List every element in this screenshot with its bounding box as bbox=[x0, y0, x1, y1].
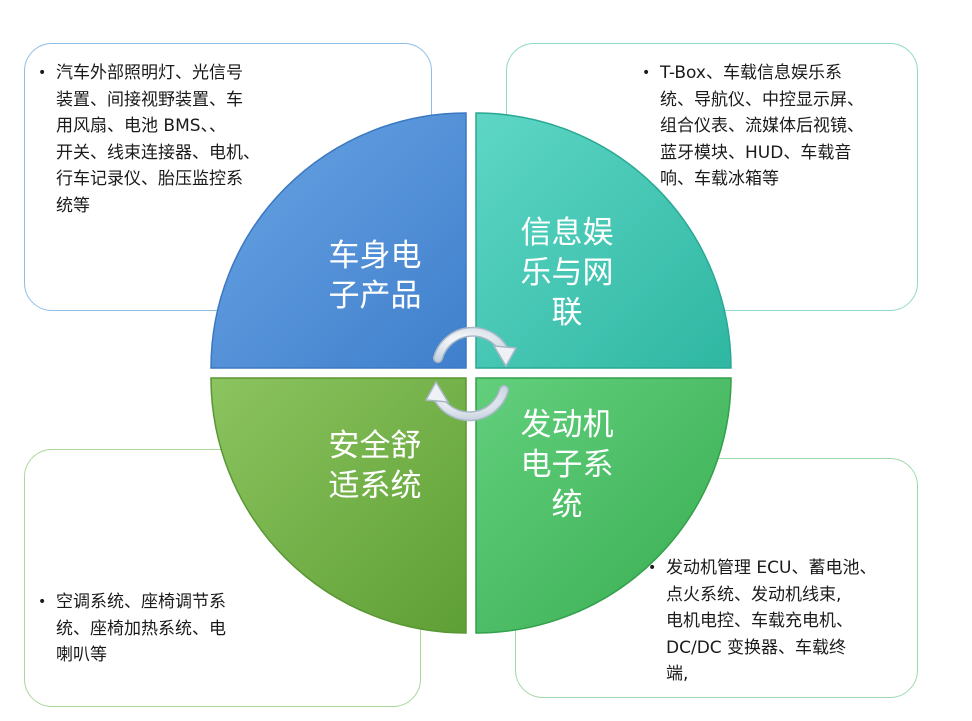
label-line: 联 bbox=[551, 295, 583, 331]
quadrant-label-body-electronics: 车身电 子产品 bbox=[315, 236, 435, 316]
text-line: 统等 bbox=[56, 195, 90, 216]
text-line: 统、导航仪、中控显示屏、 bbox=[660, 89, 864, 110]
text-line: 电机电控、车载充电机、 bbox=[666, 611, 853, 631]
label-line: 适系统 bbox=[328, 468, 422, 504]
quadrant-label-safety-comfort: 安全舒 适系统 bbox=[315, 426, 435, 506]
text-line: 点火系统、发动机线束, bbox=[666, 584, 842, 605]
bullet-icon: • bbox=[642, 65, 651, 81]
body-electronics-description: • 汽车外部照明灯、光信号 装置、间接视野装置、车 用风扇、电池 BMS、、 开… bbox=[36, 60, 306, 219]
text-line: 喇叭等 bbox=[56, 645, 107, 665]
bullet-icon: • bbox=[38, 594, 47, 610]
bullet-icon: • bbox=[38, 65, 47, 81]
text-line: 统、座椅加热系统、电 bbox=[56, 618, 226, 639]
label-line: 发动机 bbox=[520, 407, 614, 443]
quadrant-label-engine-electronics: 发动机 电子系 统 bbox=[507, 405, 627, 525]
text-line: 发动机管理 ECU、蓄电池、 bbox=[666, 558, 877, 578]
label-line: 信息娱 bbox=[520, 215, 614, 251]
label-line: 安全舒 bbox=[328, 428, 422, 464]
quadrant-safety-comfort bbox=[210, 377, 467, 634]
text-line: 响、车载冰箱等 bbox=[660, 169, 779, 189]
text-line: 蓝牙模块、HUD、车载音 bbox=[660, 142, 852, 163]
text-line: 端, bbox=[666, 664, 689, 684]
quadrant-label-infotainment: 信息娱 乐与网 联 bbox=[507, 213, 627, 333]
text-line: 开关、线束连接器、电机、 bbox=[56, 142, 260, 163]
infotainment-description: • T-Box、车载信息娱乐系 统、导航仪、中控显示屏、 组合仪表、流媒体后视镜… bbox=[640, 60, 910, 193]
quadrant-infotainment bbox=[475, 112, 732, 369]
text-line: 空调系统、座椅调节系 bbox=[56, 592, 226, 612]
quadrant-body-electronics bbox=[210, 112, 467, 369]
engine-electronics-description: • 发动机管理 ECU、蓄电池、 点火系统、发动机线束, 电机电控、车载充电机、… bbox=[646, 555, 918, 688]
text-line: T-Box、车载信息娱乐系 bbox=[660, 63, 842, 83]
text-line: DC/DC 变换器、车载终 bbox=[666, 637, 847, 658]
text-line: 汽车外部照明灯、光信号 bbox=[56, 63, 243, 83]
label-line: 统 bbox=[551, 487, 583, 523]
cycle-arrows-icon bbox=[424, 326, 518, 422]
label-line: 电子系 bbox=[520, 447, 614, 483]
label-line: 乐与网 bbox=[520, 255, 614, 291]
text-line: 装置、间接视野装置、车 bbox=[56, 89, 243, 110]
label-line: 子产品 bbox=[328, 278, 422, 314]
text-line: 行车记录仪、胎压监控系 bbox=[56, 169, 243, 189]
text-line: 用风扇、电池 BMS、、 bbox=[56, 116, 227, 136]
text-line: 组合仪表、流媒体后视镜、 bbox=[660, 116, 864, 136]
label-line: 车身电 bbox=[328, 238, 422, 274]
safety-comfort-description: • 空调系统、座椅调节系 统、座椅加热系统、电 喇叭等 bbox=[36, 589, 288, 669]
quadrant-engine-electronics bbox=[475, 377, 732, 634]
bullet-icon: • bbox=[648, 560, 657, 576]
